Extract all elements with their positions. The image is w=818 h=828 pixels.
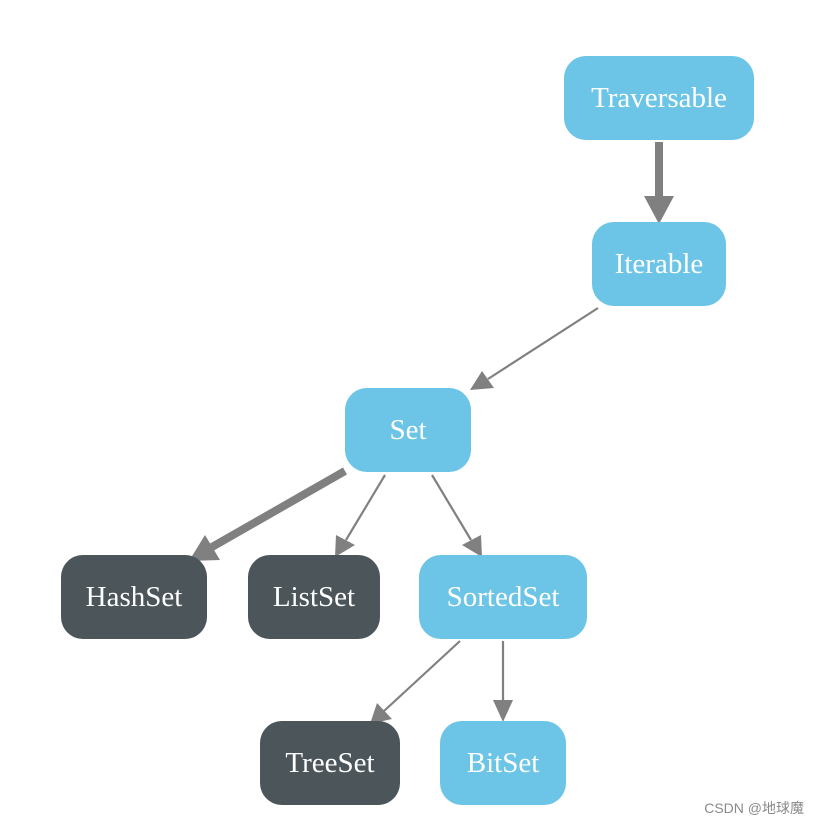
arrowhead-sortedset [462,535,482,557]
node-iterable: Iterable [592,222,726,306]
arrowhead-set [470,371,494,390]
edge-sortedset-treeset [383,640,461,712]
arrowhead-bitset [493,700,513,722]
arrowhead-treeset [370,703,392,724]
edge-set-sortedset [431,474,472,541]
arrowhead-hashset [189,535,220,561]
watermark: CSDN @地球魔 [704,800,804,816]
node-listset: ListSet [248,555,380,639]
arrowhead-iterable [644,196,674,224]
node-bitset: BitSet [440,721,566,805]
node-treeset: TreeSet [260,721,400,805]
node-hashset: HashSet [61,555,207,639]
node-sortedset: SortedSet [419,555,587,639]
node-set: Set [345,388,471,472]
edge-iterable-set [487,307,599,380]
arrowhead-listset [335,535,355,557]
edge-set-hashset [210,467,347,551]
node-traversable: Traversable [564,56,754,140]
edge-set-listset [345,474,386,541]
